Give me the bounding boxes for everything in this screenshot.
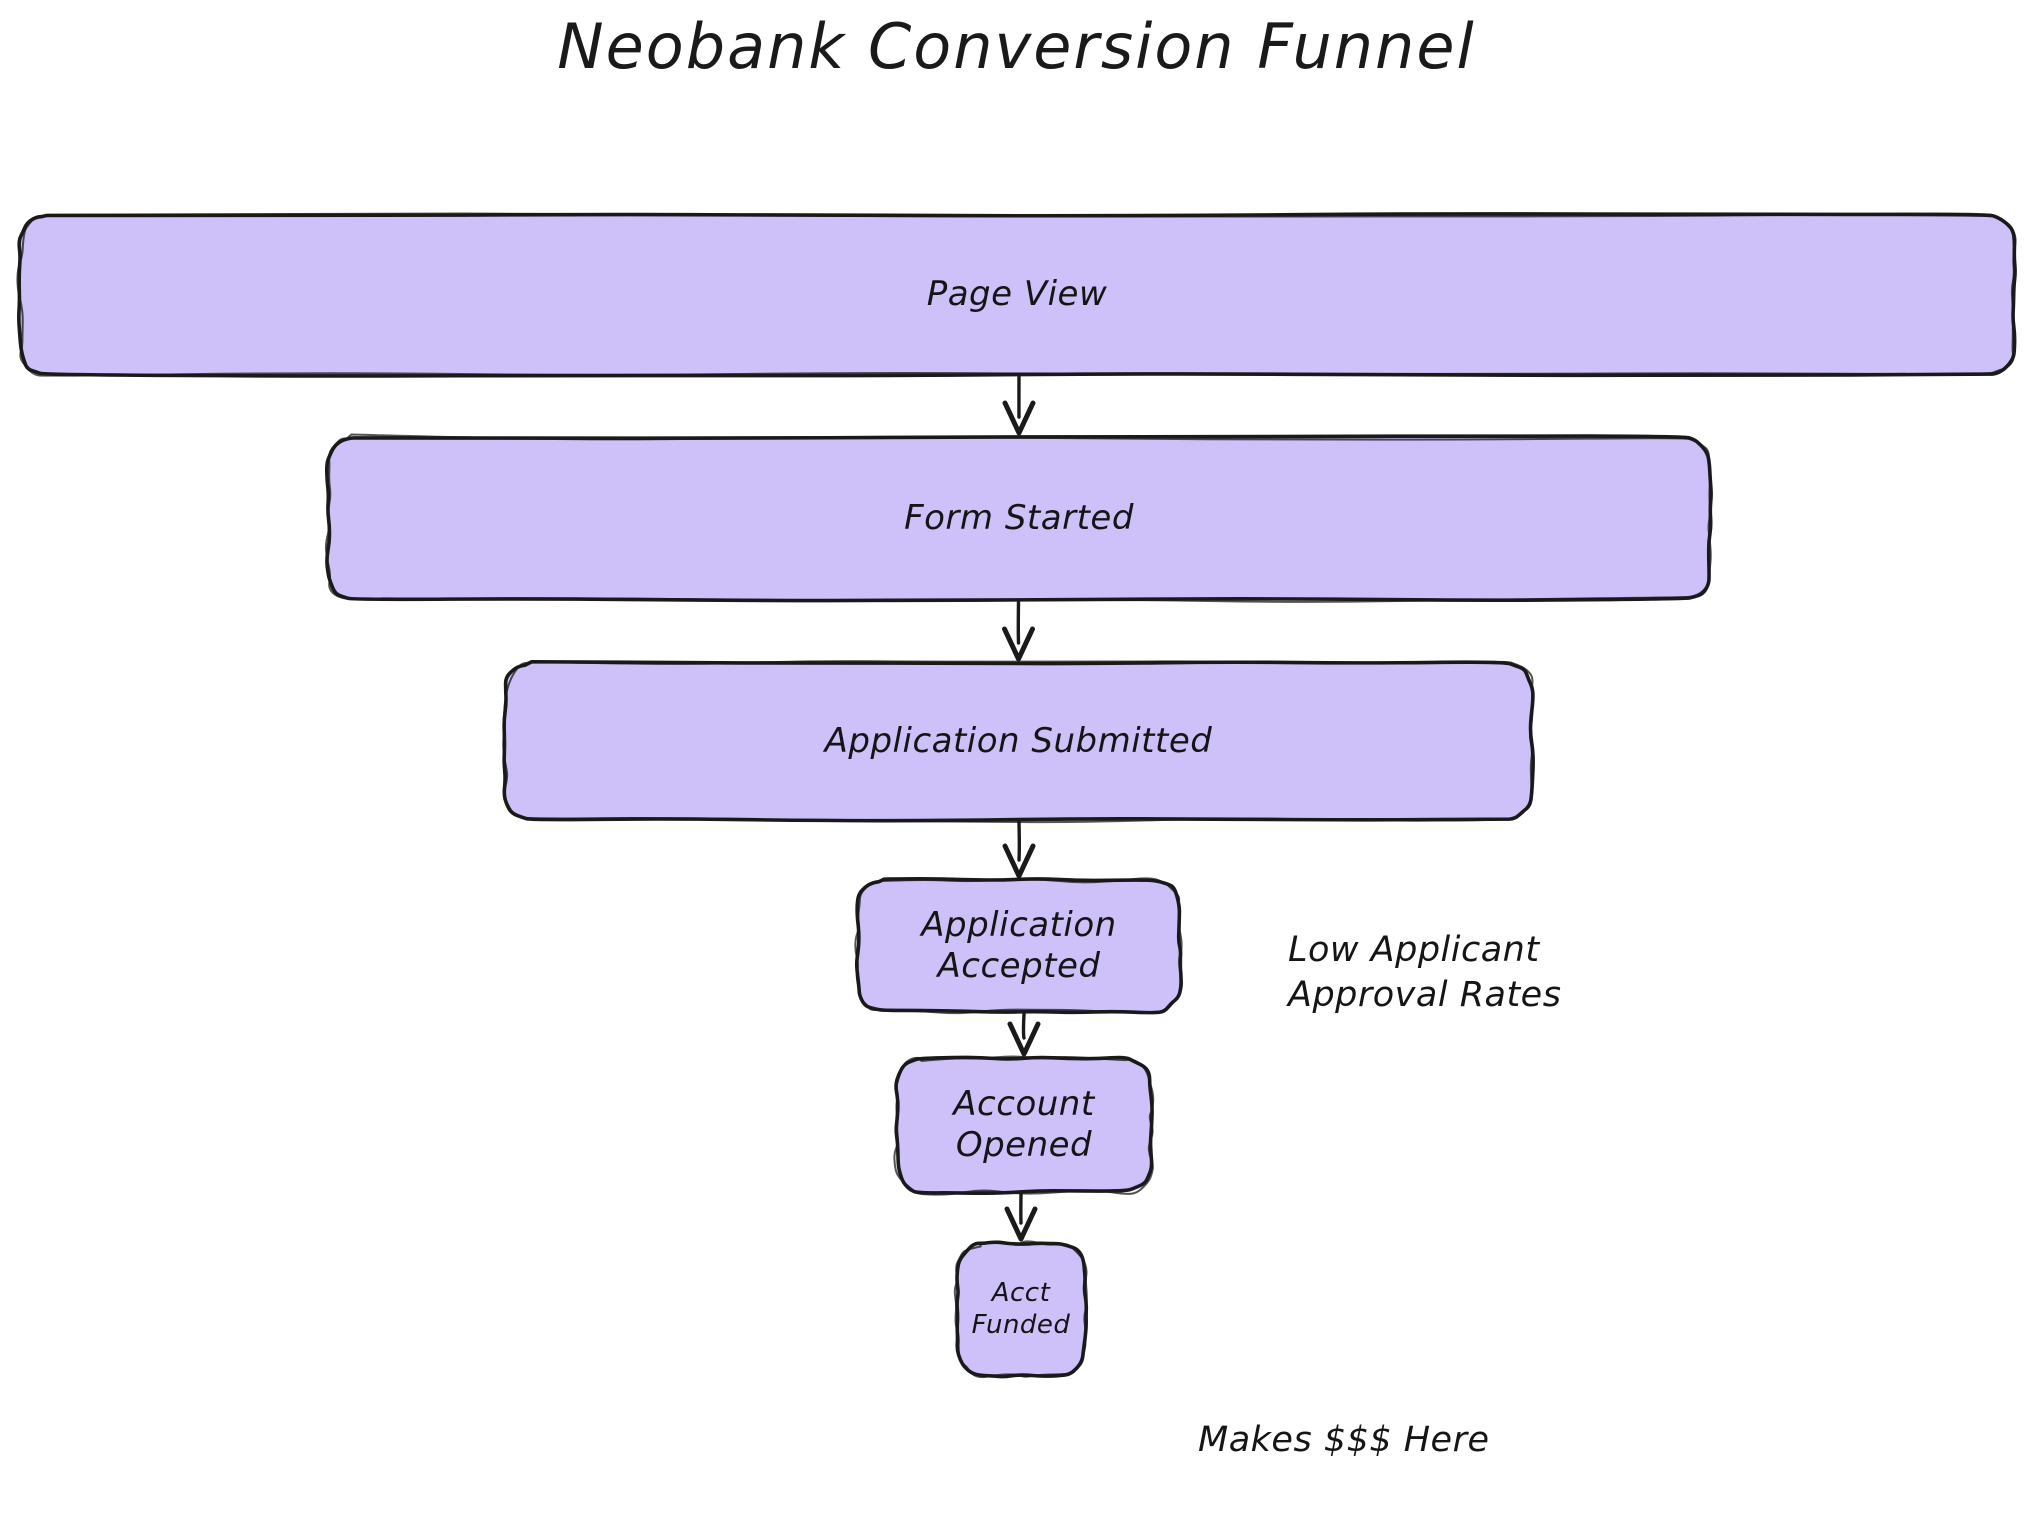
annotation-low-approval: Low Applicant Approval Rates: [1288, 930, 1562, 1015]
node-application-accepted-label: Application Accepted: [921, 904, 1117, 986]
node-account-opened[interactable]: Account Opened: [893, 1055, 1155, 1196]
node-page-view-label: Page View: [926, 274, 1108, 315]
node-application-accepted[interactable]: Application Accepted: [854, 877, 1183, 1015]
node-account-opened-label: Account Opened: [953, 1083, 1095, 1165]
page-title: Neobank Conversion Funnel: [557, 10, 1476, 83]
node-form-started-label: Form Started: [904, 497, 1134, 538]
node-application-submitted[interactable]: Application Submitted: [502, 659, 1535, 824]
node-form-started[interactable]: Form Started: [324, 433, 1713, 603]
node-application-submitted-label: Application Submitted: [824, 720, 1213, 761]
node-page-view[interactable]: Page View: [16, 212, 2017, 378]
annotation-makes-money: Makes $$$ Here: [1198, 1420, 1490, 1460]
node-acct-funded-label: Acct Funded: [971, 1277, 1071, 1340]
node-acct-funded[interactable]: Acct Funded: [953, 1240, 1089, 1379]
